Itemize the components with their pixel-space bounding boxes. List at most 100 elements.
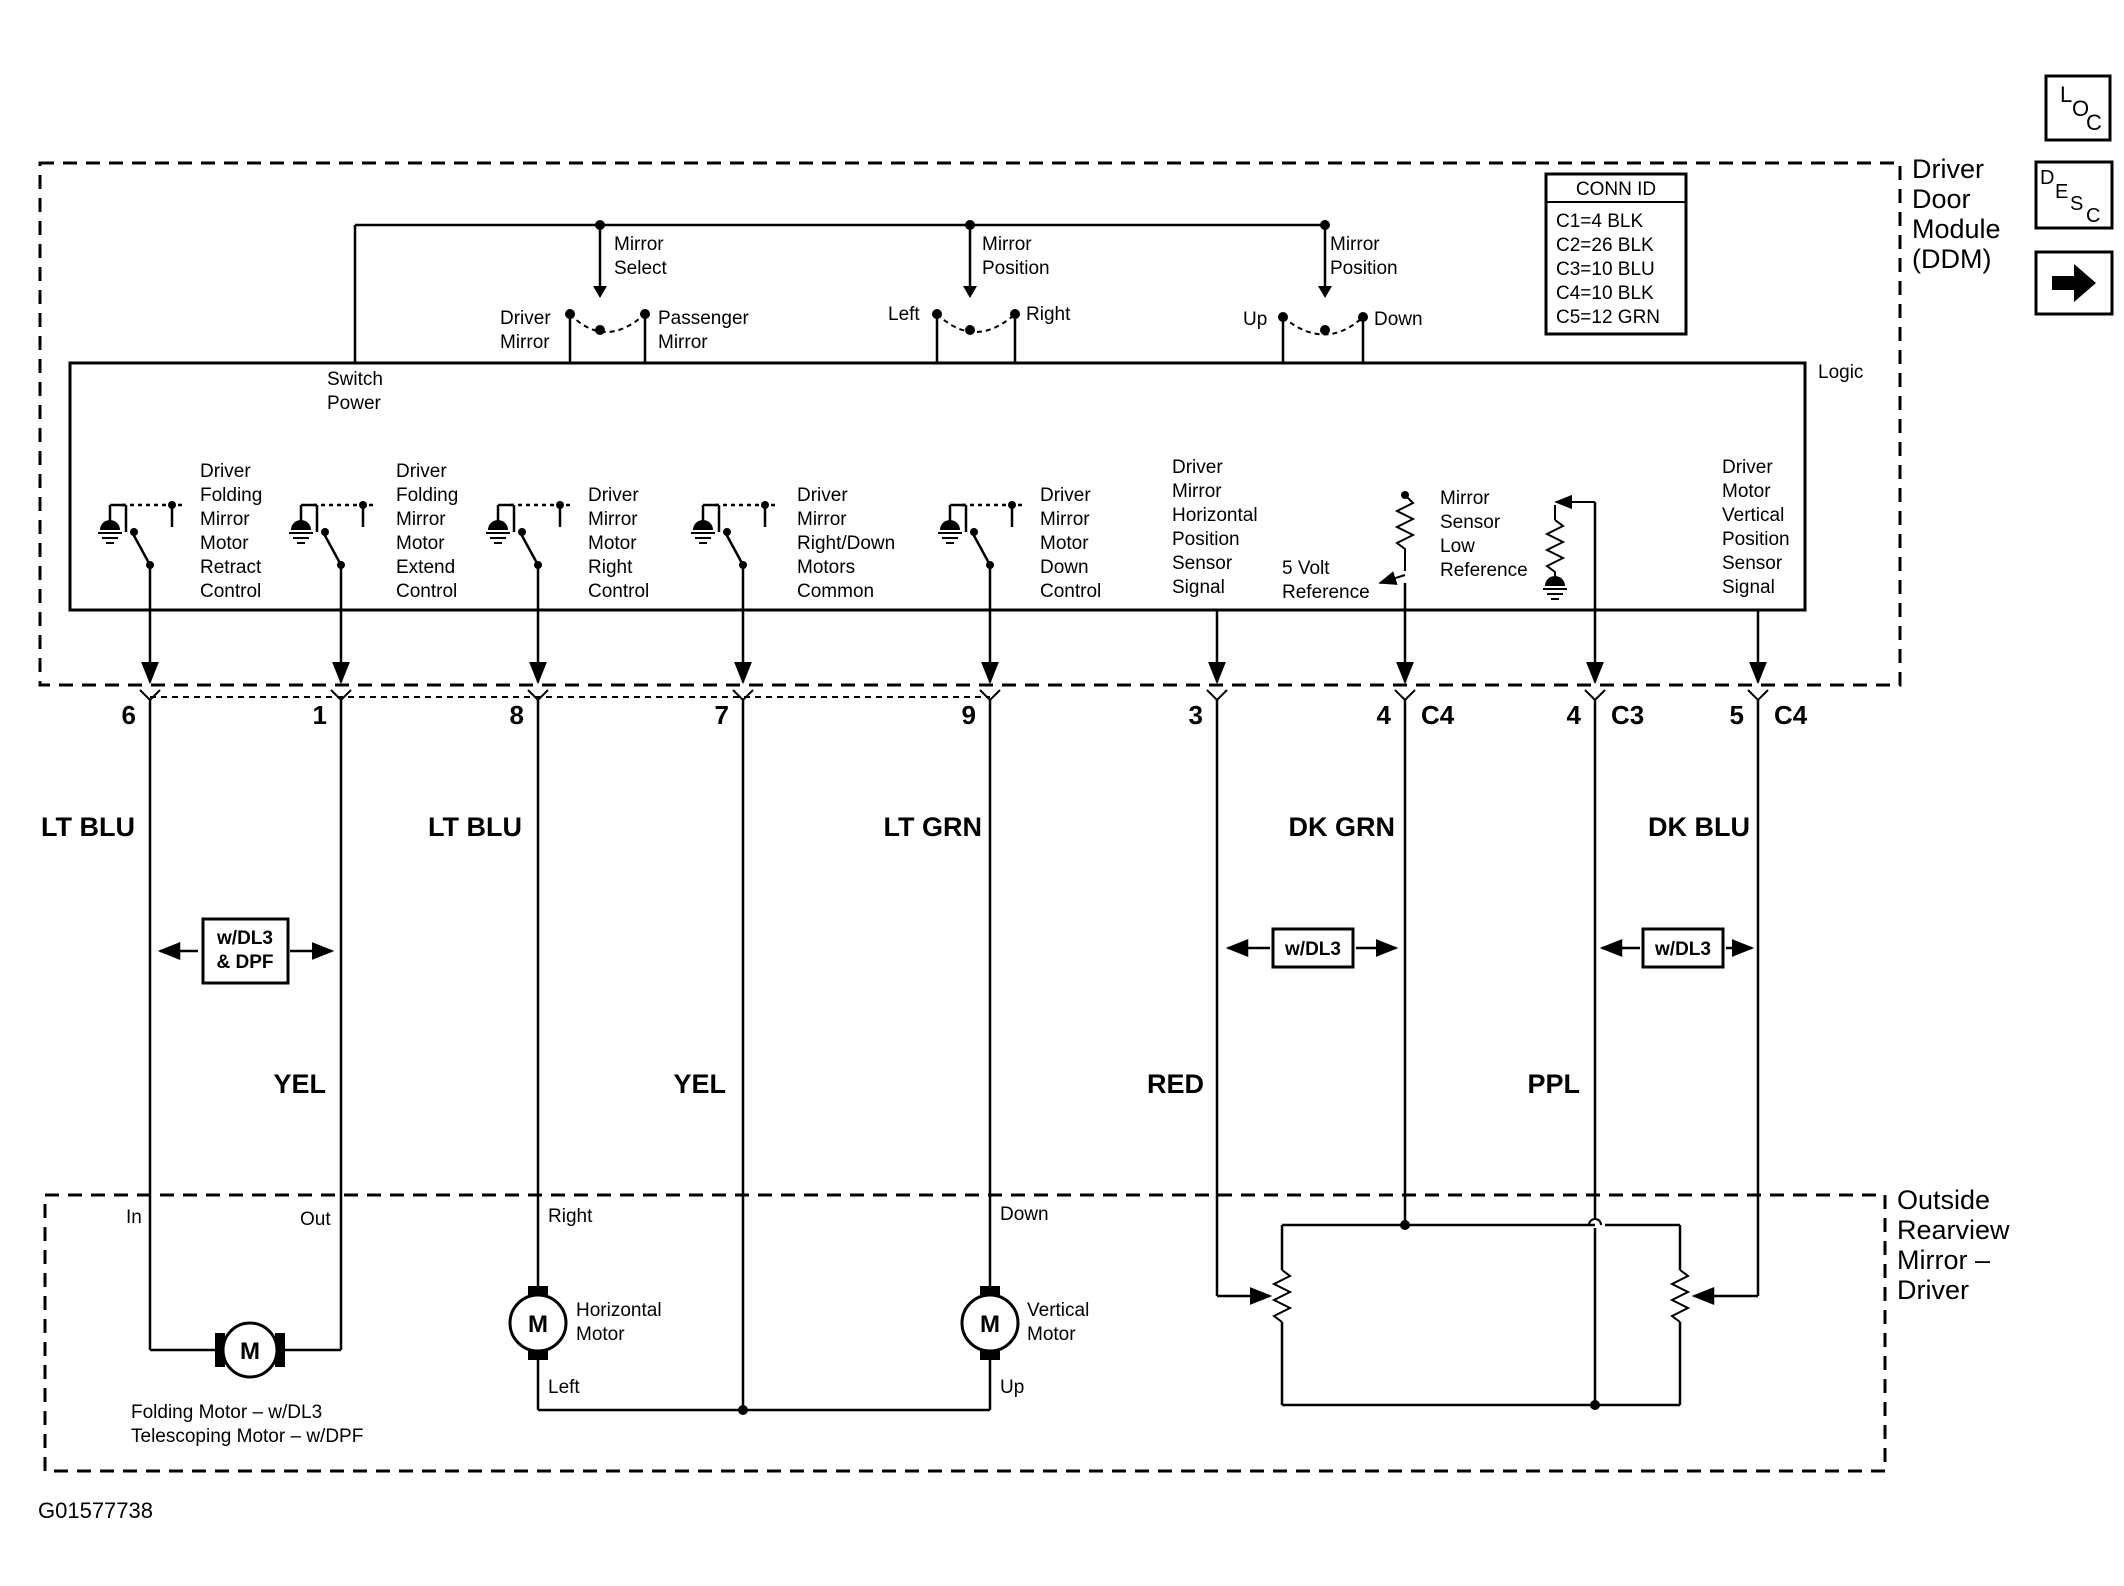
control-label: Motors bbox=[797, 557, 855, 578]
conn-id-row: C4=10 BLK bbox=[1556, 283, 1654, 304]
mirror-title-line: Outside bbox=[1897, 1185, 1990, 1215]
switch-power-label-2: Power bbox=[327, 393, 382, 414]
control-label: Retract bbox=[200, 557, 262, 578]
pin-number: 4 bbox=[1377, 700, 1392, 730]
mirror-position-ud-label-2: Position bbox=[1330, 258, 1398, 279]
ddm-title-line-3: Module bbox=[1912, 214, 2001, 244]
wire-color-label: RED bbox=[1147, 1069, 1204, 1099]
logic-box bbox=[68, 361, 1807, 612]
svg-text:& DPF: & DPF bbox=[217, 952, 274, 973]
loc-button[interactable]: L O C bbox=[2044, 74, 2112, 142]
svg-text:C: C bbox=[2086, 205, 2100, 227]
mirror-position-lr-label-1: Mirror bbox=[982, 234, 1032, 255]
control-switch-retract bbox=[98, 501, 185, 610]
control-label: Mirror bbox=[396, 509, 446, 530]
pin-number: 7 bbox=[715, 700, 729, 730]
mirror-select-switch bbox=[565, 309, 650, 363]
horizontal-sensor-label: Sensor bbox=[1172, 553, 1233, 574]
conn-id-row: C5=12 GRN bbox=[1556, 307, 1660, 328]
wire-color-label: DK BLU bbox=[1648, 812, 1750, 842]
control-label: Motor bbox=[200, 533, 249, 554]
control-switch-right bbox=[486, 501, 573, 610]
control-label: Driver bbox=[588, 485, 639, 506]
svg-text:D: D bbox=[2040, 167, 2054, 189]
mirror-position-ud-switch bbox=[1278, 312, 1368, 363]
vertical-sensor-label: Driver bbox=[1722, 457, 1773, 478]
motor-symbol: M bbox=[528, 1311, 548, 1338]
pin-number: 5 bbox=[1730, 700, 1744, 730]
mirror-assembly-outline bbox=[43, 1193, 1887, 1473]
low-ref-label: Low bbox=[1440, 536, 1475, 557]
mirror-title-line: Mirror – bbox=[1897, 1245, 1990, 1275]
next-page-button[interactable] bbox=[2034, 250, 2114, 316]
option-label: w/DL3 bbox=[1654, 939, 1711, 960]
svg-text:C: C bbox=[2086, 110, 2102, 135]
horizontal-sensor-label: Horizontal bbox=[1172, 505, 1258, 526]
control-label: Mirror bbox=[588, 509, 638, 530]
switch-power-bus bbox=[353, 220, 1332, 363]
module-output-wires bbox=[141, 610, 1767, 685]
control-label: Mirror bbox=[200, 509, 250, 530]
horizontal-motor-label: Horizontal bbox=[576, 1300, 662, 1321]
ddm-title-line-4: (DDM) bbox=[1912, 244, 1991, 274]
control-label: Down bbox=[1040, 557, 1089, 578]
five-volt-label: 5 Volt bbox=[1282, 558, 1330, 579]
control-label: Right bbox=[588, 557, 633, 578]
connector-label: C4 bbox=[1421, 700, 1455, 730]
mirror-title-line: Driver bbox=[1897, 1275, 1969, 1305]
switch-power-label-1: Switch bbox=[327, 369, 383, 390]
vertical-motor: M bbox=[960, 1286, 1020, 1410]
control-label: Driver bbox=[200, 461, 251, 482]
vertical-sensor-label: Position bbox=[1722, 529, 1790, 550]
vertical-up-label: Up bbox=[1000, 1377, 1024, 1398]
control-label: Control bbox=[588, 581, 649, 602]
control-label: Right/Down bbox=[797, 533, 895, 554]
control-label: Driver bbox=[396, 461, 447, 482]
driver-mirror-label-1: Driver bbox=[500, 308, 551, 329]
option-box-dl3: w/DL3 bbox=[1225, 927, 1399, 969]
five-volt-label: Reference bbox=[1282, 582, 1370, 603]
desc-button[interactable]: D E S C bbox=[2034, 160, 2114, 230]
logic-label: Logic bbox=[1818, 362, 1863, 383]
control-label: Common bbox=[797, 581, 874, 602]
horizontal-sensor-label: Mirror bbox=[1172, 481, 1222, 502]
right-label: Right bbox=[1026, 304, 1071, 325]
mirror-select-label-1: Mirror bbox=[614, 234, 664, 255]
vertical-sensor-label: Vertical bbox=[1722, 505, 1784, 526]
folding-caption: Folding Motor – w/DL3 bbox=[131, 1402, 322, 1423]
up-label: Up bbox=[1243, 309, 1267, 330]
conn-id-row: C1=4 BLK bbox=[1556, 211, 1643, 232]
svg-text:S: S bbox=[2070, 193, 2083, 215]
wire-color-label: LT BLU bbox=[41, 812, 135, 842]
pin-number: 6 bbox=[122, 700, 136, 730]
folding-out-label: Out bbox=[300, 1209, 331, 1230]
mirror-position-lr-switch bbox=[932, 309, 1020, 363]
five-volt-resistor bbox=[1378, 491, 1416, 585]
vertical-down-label: Down bbox=[1000, 1204, 1049, 1225]
mirror-position-lr-label-2: Position bbox=[982, 258, 1050, 279]
mirror-position-ud-label-1: Mirror bbox=[1330, 234, 1380, 255]
wire-color-label: LT BLU bbox=[428, 812, 522, 842]
control-switch-extend bbox=[289, 501, 376, 610]
control-label: Folding bbox=[396, 485, 458, 506]
connector-label: C4 bbox=[1774, 700, 1808, 730]
passenger-mirror-label-2: Mirror bbox=[658, 332, 708, 353]
option-box-dl3-dpf: w/DL3 & DPF bbox=[157, 917, 335, 985]
conn-id-table: CONN ID C1=4 BLK C2=26 BLK C3=10 BLU C4=… bbox=[1544, 172, 1688, 336]
conn-id-row: C3=10 BLU bbox=[1556, 259, 1655, 280]
vertical-sensor-label: Motor bbox=[1722, 481, 1771, 502]
svg-text:E: E bbox=[2055, 181, 2068, 203]
pin-number: 3 bbox=[1189, 700, 1203, 730]
control-label: Driver bbox=[1040, 485, 1091, 506]
svg-text:O: O bbox=[2072, 96, 2089, 121]
horizontal-sensor-label: Position bbox=[1172, 529, 1240, 550]
passenger-mirror-label-1: Passenger bbox=[658, 308, 750, 329]
conn-id-title: CONN ID bbox=[1576, 179, 1656, 200]
driver-mirror-label-2: Mirror bbox=[500, 332, 550, 353]
ddm-module-outline bbox=[38, 161, 1902, 687]
folding-in-label: In bbox=[126, 1207, 142, 1228]
control-label: Motor bbox=[1040, 533, 1089, 554]
loc-label-l: L bbox=[2060, 82, 2072, 107]
vertical-motor-label: Motor bbox=[1027, 1324, 1076, 1345]
